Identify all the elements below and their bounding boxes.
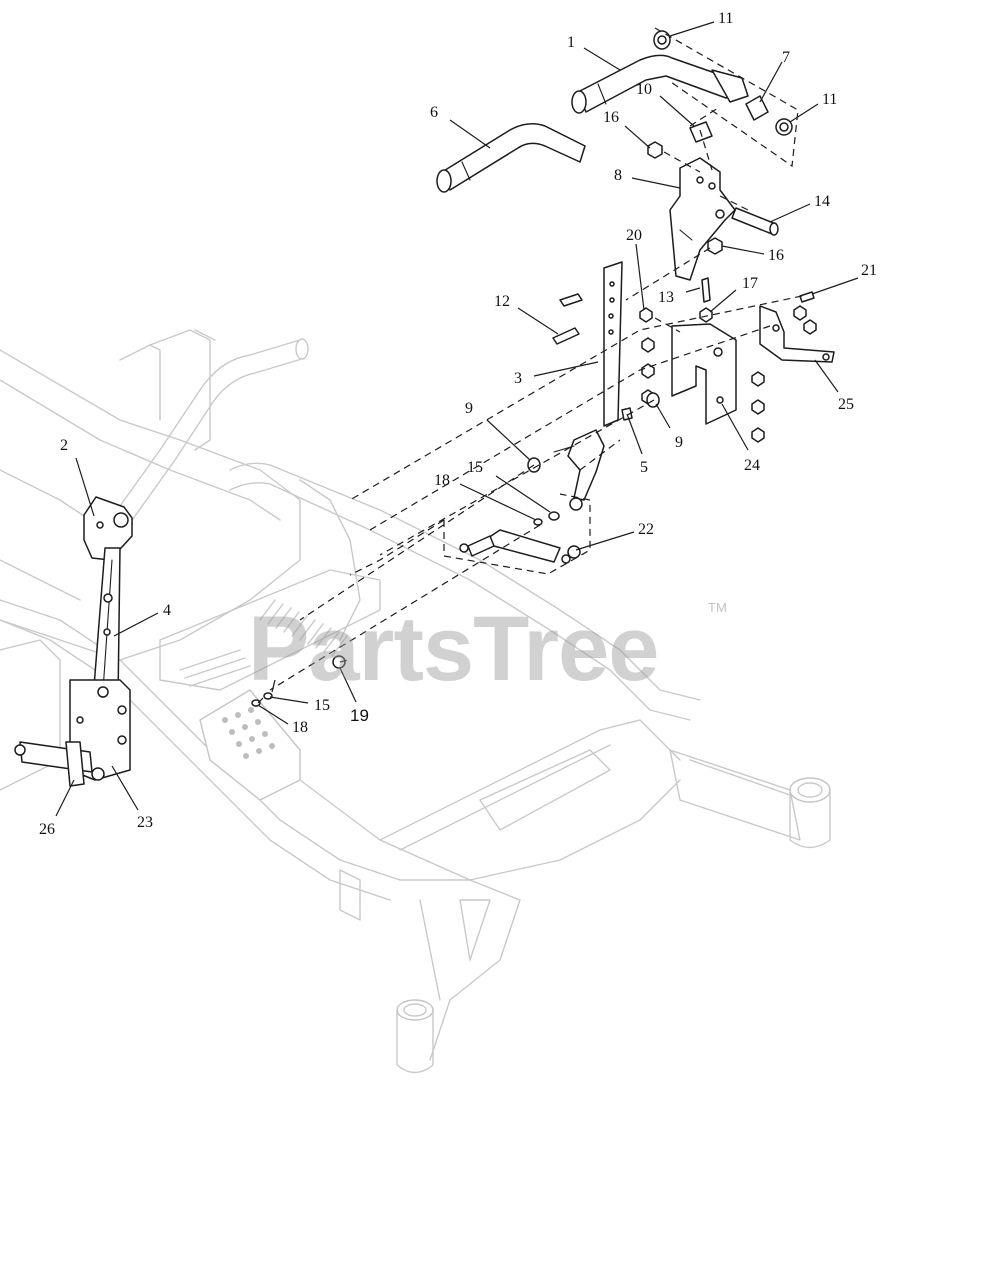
part-7-spacer (745, 95, 769, 121)
foot-plate-holes (222, 707, 275, 759)
part-12-bolt-lower (552, 327, 580, 345)
part-15-washer-upper (548, 511, 560, 521)
callout-22: 22 (638, 521, 654, 538)
part-16-nut-upper (647, 141, 663, 159)
watermark: PartsTree TM (248, 598, 727, 700)
part-13-bolt (701, 277, 711, 303)
callout-2: 2 (60, 437, 68, 454)
part-8-bracket (669, 157, 736, 281)
callout-20: 20 (626, 227, 642, 244)
watermark-trademark: TM (708, 600, 727, 615)
callout-25: 25 (838, 396, 854, 413)
callout-5: 5 (640, 459, 648, 476)
watermark-text: PartsTree (248, 598, 658, 700)
callout-18-lower: 18 (292, 719, 308, 736)
callout-3: 3 (514, 370, 522, 387)
part-24-bracket (671, 323, 737, 425)
part-3-lever-bar (603, 261, 623, 427)
leader-lines (55, 21, 859, 817)
callout-12: 12 (494, 293, 510, 310)
part-12-bolt-upper (559, 293, 583, 307)
part-19-cap (332, 655, 346, 669)
part-17-nut (699, 307, 713, 323)
callout-13: 13 (658, 289, 674, 306)
callout-1: 1 (567, 34, 575, 51)
part-16-nut-lower (707, 237, 723, 255)
part-18-washer-lower (251, 699, 261, 707)
callout-11-right: 11 (822, 91, 837, 108)
callout-15-upper: 15 (467, 459, 483, 476)
callout-10: 10 (636, 81, 652, 98)
part-18-washer-upper (533, 518, 543, 526)
assembly-lines (257, 27, 803, 704)
callout-23: 23 (137, 814, 153, 831)
callout-16-lower: 16 (768, 247, 784, 264)
callout-4: 4 (163, 602, 171, 619)
part-6-handle (441, 123, 586, 191)
callout-21: 21 (861, 262, 877, 279)
callout-16-upper: 16 (603, 109, 619, 126)
callout-24: 24 (744, 457, 760, 474)
exploded-parts (251, 30, 835, 707)
frame-slots (179, 599, 348, 687)
part-20-nut (639, 307, 653, 323)
part-21-screw (799, 291, 815, 303)
callout-6: 6 (430, 104, 438, 121)
callout-11-top: 11 (718, 10, 733, 27)
callout-7: 7 (782, 49, 790, 66)
callout-19: 19 (350, 706, 369, 725)
callout-labels: 1 11 7 11 10 6 16 8 14 20 16 21 13 17 12… (39, 10, 877, 838)
part-1-handle (577, 54, 741, 113)
part-25-bracket (759, 305, 835, 363)
callout-17: 17 (742, 275, 758, 292)
callout-9-left: 9 (465, 400, 473, 417)
callout-26: 26 (39, 821, 55, 838)
mower-frame (0, 329, 831, 1074)
callout-18-upper: 18 (434, 472, 450, 489)
callout-15-lower: 15 (314, 697, 330, 714)
callout-8: 8 (614, 167, 622, 184)
callout-9-right: 9 (675, 434, 683, 451)
callout-14: 14 (814, 193, 830, 210)
left-lever-assembly (14, 496, 133, 787)
